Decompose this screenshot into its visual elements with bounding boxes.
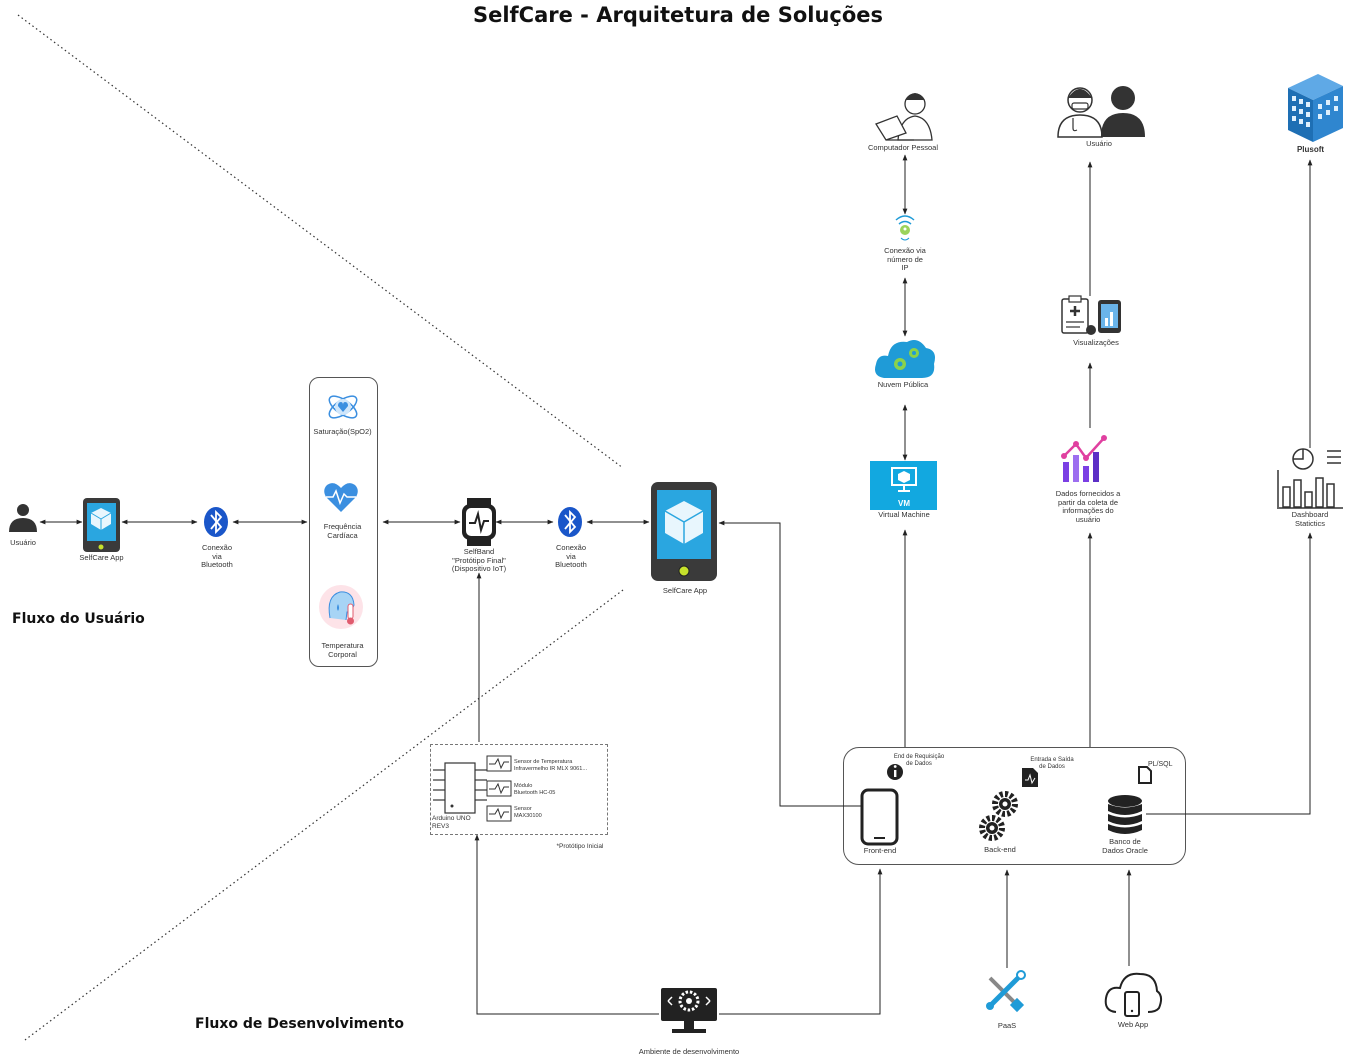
analytics-chart-icon [1061,435,1107,482]
web-app-label: Web App [1117,1020,1149,1029]
visualizations-label: Visualizações [1073,338,1119,347]
users-right-icon [1057,86,1145,138]
initial-prototype-label: *Protótipo Inicial [556,843,604,850]
dotted-separators [17,14,624,1041]
personal-computer-icon [875,93,933,141]
personal-computer-label: Computador Pessoal [867,143,939,152]
dev-environment-icon [661,988,717,1033]
plusoft-building-icon [1288,74,1343,142]
frontend-phone-icon [860,788,899,846]
virtual-machine-label: Virtual Machine [878,510,930,519]
public-cloud-icon [875,340,935,378]
initial-prototype-box [430,744,608,835]
ip-connection-icon [895,215,915,241]
user-right-label: Usuário [1086,139,1112,148]
dev-flow-label: Fluxo de Desenvolvimento [195,1016,404,1032]
arduino-chip-icon [433,762,487,814]
user-flow-label: Fluxo do Usuário [12,611,145,627]
selfband-label: SelfBand"Protótipo Final"(Dispositivo Io… [451,547,507,573]
saturation-icon [328,395,358,419]
user-left-label: Usuário [10,538,36,547]
bluetooth-2-icon [558,507,582,537]
public-cloud-label: Nuvem Pública [877,380,929,389]
database-icon [1108,795,1142,834]
health-metrics-panel [309,377,378,667]
backend-gears-icon [979,791,1018,841]
dashboard-statistics-icon [1277,448,1343,509]
paas-label: PaaS [997,1021,1017,1030]
virtual-machine-icon [870,461,937,510]
selfcare-app-small-label: SelfCare App [79,553,124,562]
web-app-cloud-icon [1104,972,1163,1017]
plsql-document-icon [1138,766,1152,784]
selfband-watch-icon [462,498,496,546]
body-temperature-icon [319,585,363,629]
diagram-title: SelfCare - Arquitetura de Soluções [472,3,884,27]
heart-rate-icon [324,483,358,512]
dev-environment-label: Ambiente de desenvolvimento [638,1047,740,1056]
paas-tools-icon [986,970,1026,1013]
sensor-icons [486,755,512,822]
vm-badge: VM [898,499,910,508]
bluetooth-1-icon [204,507,228,537]
backend-label: Back-end [984,845,1016,854]
selfcare-app-small-icon [83,498,120,552]
data-io-document-icon [1022,768,1038,787]
user-left-icon [9,504,37,532]
selfcare-app-big-icon [651,482,717,581]
plsql-label: PL/SQL [1148,761,1173,768]
plusoft-label: Plusoft [1296,145,1325,154]
info-icon [887,764,903,780]
saturation-label: Saturação(SpO2) [313,427,372,436]
connectors [39,154,1313,1015]
frontend-label: Front-end [863,846,897,855]
visualizations-icon [1061,295,1121,335]
selfcare-app-big-label: SelfCare App [662,586,708,595]
